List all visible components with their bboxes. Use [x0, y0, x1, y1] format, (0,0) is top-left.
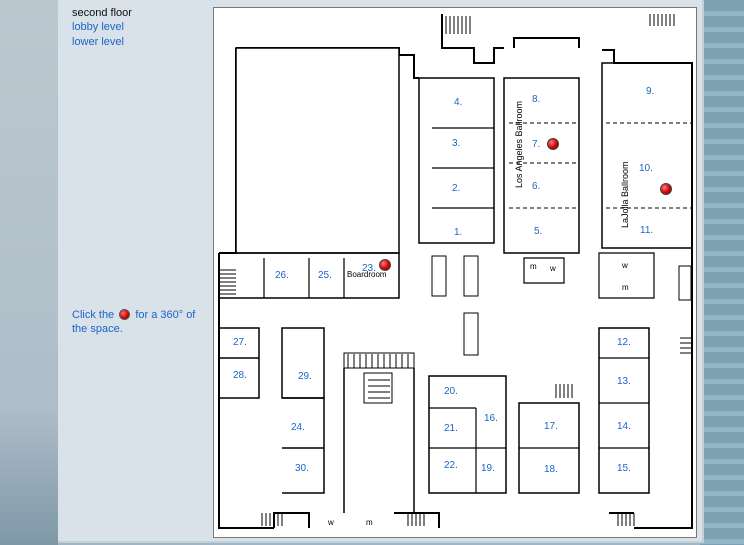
room-26[interactable]: 26. [275, 270, 289, 281]
restroom-w-label: w [550, 264, 556, 273]
restroom-m-label-east: m [622, 283, 629, 292]
room-5[interactable]: 5. [534, 226, 543, 237]
room-10[interactable]: 10. [639, 163, 653, 174]
room-15[interactable]: 15. [617, 463, 631, 474]
room-30[interactable]: 30. [295, 463, 309, 474]
floor-plan-drawing [218, 14, 693, 529]
room-25[interactable]: 25. [318, 270, 332, 281]
floor-link-lobby-level[interactable]: lobby level [72, 21, 124, 33]
floor-link-lower-level[interactable]: lower level [72, 36, 124, 48]
instructions-text-after: for a 360° of the space. [72, 309, 196, 335]
room-16[interactable]: 16. [484, 413, 498, 424]
floor-current-label: second floor [72, 7, 132, 19]
room-19[interactable]: 19. [481, 463, 495, 474]
restroom-m-label: m [530, 262, 537, 271]
left-background [0, 0, 58, 545]
room-24[interactable]: 24. [291, 422, 305, 433]
restroom-m-label-south: m [366, 518, 373, 527]
room-20[interactable]: 20. [444, 386, 458, 397]
room-13[interactable]: 13. [617, 376, 631, 387]
room-28[interactable]: 28. [233, 370, 247, 381]
panorama-hotspot-la-jolla[interactable] [660, 183, 672, 195]
room-1[interactable]: 1. [454, 227, 463, 238]
room-3[interactable]: 3. [452, 138, 461, 149]
la-jolla-ballroom-label: LaJolla Ballroom [620, 161, 630, 228]
restroom-w-label-east: w [622, 261, 628, 270]
panorama-dot-icon [119, 309, 131, 320]
room-12[interactable]: 12. [617, 337, 631, 348]
panorama-hotspot-los-angeles[interactable] [547, 138, 559, 150]
room-14[interactable]: 14. [617, 421, 631, 432]
room-22[interactable]: 22. [444, 460, 458, 471]
room-8[interactable]: 8. [532, 94, 541, 105]
room-9[interactable]: 9. [646, 86, 655, 97]
boardroom-label: Boardroom [347, 270, 387, 279]
room-17[interactable]: 17. [544, 421, 558, 432]
right-decorative-stripes [700, 0, 744, 545]
room-21[interactable]: 21. [444, 423, 458, 434]
restroom-w-label-south: w [328, 518, 334, 527]
room-2[interactable]: 2. [452, 183, 461, 194]
room-11[interactable]: 11. [640, 225, 654, 236]
room-27[interactable]: 27. [233, 337, 247, 348]
room-29[interactable]: 29. [298, 371, 312, 382]
floor-plan-map: 1. 2. 3. 4. 5. 6. 7. 8. 9. 10. 11. 12. 1… [213, 7, 697, 538]
room-7[interactable]: 7. [532, 139, 541, 150]
room-23[interactable]: 23. [362, 263, 376, 274]
panorama-hotspot-boardroom[interactable] [379, 259, 391, 271]
instructions-text-before: Click the [72, 309, 115, 321]
room-18[interactable]: 18. [544, 464, 558, 475]
los-angeles-ballroom-label: Los Angeles Ballroom [514, 100, 524, 188]
room-6[interactable]: 6. [532, 181, 541, 192]
room-4[interactable]: 4. [454, 97, 463, 108]
panorama-instructions: Click the for a 360° of the space. [72, 308, 202, 336]
